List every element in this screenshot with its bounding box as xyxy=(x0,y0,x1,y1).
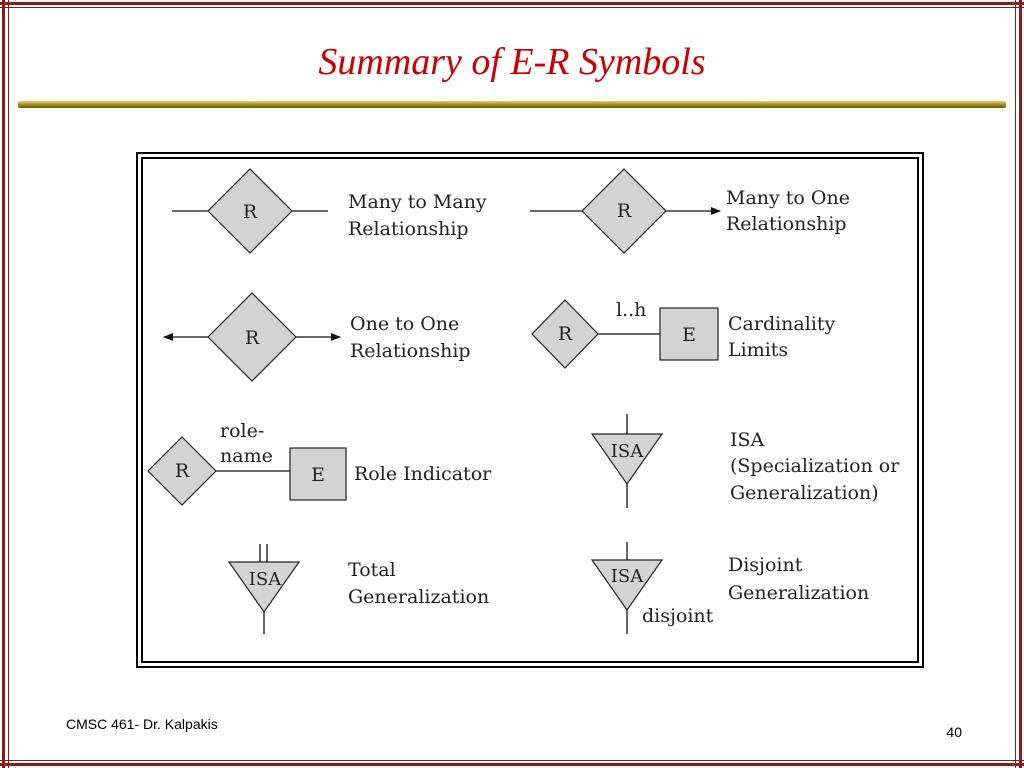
disjoint-note: disjoint xyxy=(642,605,714,627)
relationship-glyph: R xyxy=(243,201,258,223)
slide-frame-left xyxy=(0,0,10,768)
page-number: 40 xyxy=(946,724,962,740)
many-to-one-label-line1: Many to One xyxy=(726,187,850,209)
total-generalization-symbol: ISA xyxy=(227,544,301,634)
er-symbols-diagram: R Many to Many Relationship R Many to On… xyxy=(136,152,924,668)
many-to-one-symbol: R xyxy=(530,168,721,254)
many-to-many-symbol: R xyxy=(172,168,328,254)
isa-label-line2: (Specialization or xyxy=(730,455,900,477)
one-to-one-symbol: R xyxy=(163,292,341,382)
role-name-line1: role- xyxy=(220,420,264,442)
slide-frame-bottom xyxy=(0,758,1024,768)
diagram-inner-border xyxy=(141,157,919,663)
cardinality-label-line1: Cardinality xyxy=(728,313,836,335)
slide-title: Summary of E-R Symbols xyxy=(318,41,706,83)
disjoint-generalization-symbol: ISA disjoint xyxy=(590,542,714,634)
cardinality-label-line2: Limits xyxy=(728,339,788,361)
isa-label-line3: Generalization) xyxy=(730,482,879,504)
entity-glyph: E xyxy=(682,324,696,346)
one-to-one-label-line2: Relationship xyxy=(350,340,471,362)
total-generalization-label-line2: Generalization xyxy=(348,586,489,608)
role-indicator-label: Role Indicator xyxy=(354,463,492,485)
total-generalization-label-line1: Total xyxy=(348,559,396,581)
entity-glyph: E xyxy=(311,464,325,486)
isa-label-line1: ISA xyxy=(730,429,765,451)
relationship-glyph: R xyxy=(617,200,632,222)
isa-glyph: ISA xyxy=(611,566,644,587)
footer-course-label: CMSC 461- Dr. Kalpakis xyxy=(66,716,218,732)
many-to-many-label-line1: Many to Many xyxy=(348,191,487,213)
cardinality-range-label: l..h xyxy=(616,299,646,321)
many-to-one-label-line2: Relationship xyxy=(726,213,847,235)
isa-glyph: ISA xyxy=(249,569,282,590)
isa-glyph: ISA xyxy=(611,441,644,462)
slide-frame-right xyxy=(1014,0,1024,768)
cardinality-limits-symbol: R E l..h xyxy=(531,299,719,369)
relationship-glyph: R xyxy=(245,327,260,349)
one-to-one-label-line1: One to One xyxy=(350,313,459,335)
diagram-outer-border xyxy=(136,152,924,668)
disjoint-generalization-label-line1: Disjoint xyxy=(728,554,803,576)
relationship-glyph: R xyxy=(175,460,190,482)
many-to-many-label-line2: Relationship xyxy=(348,218,469,240)
isa-symbol: ISA xyxy=(590,414,664,508)
slide-frame-top xyxy=(0,0,1024,10)
disjoint-generalization-label-line2: Generalization xyxy=(728,582,869,604)
title-underline-rule xyxy=(18,101,1006,108)
relationship-glyph: R xyxy=(558,323,573,345)
role-indicator-symbol: R E role- name xyxy=(147,420,347,506)
role-name-line2: name xyxy=(220,445,273,467)
